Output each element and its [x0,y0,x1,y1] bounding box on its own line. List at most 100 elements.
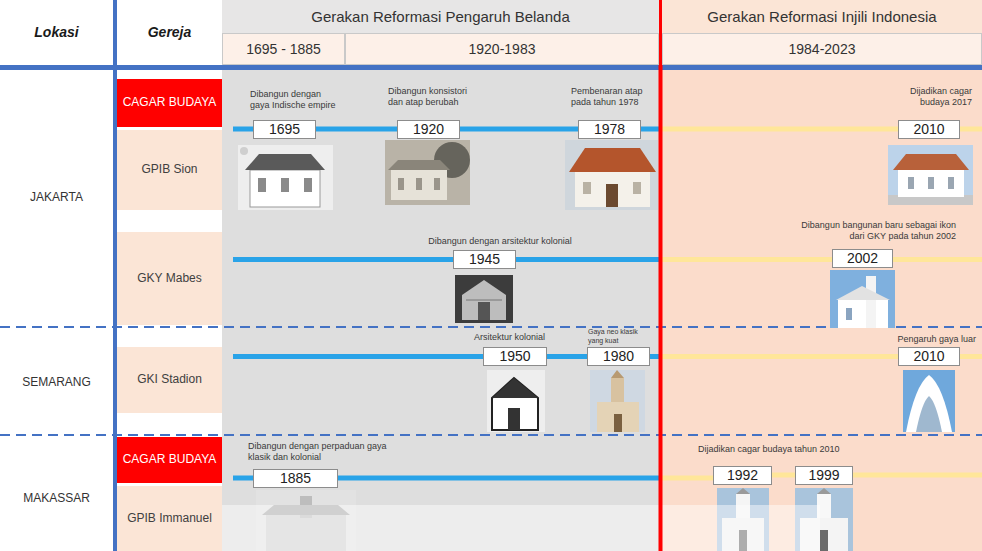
node-text: 2010 [913,348,944,364]
timeline-extension [893,257,982,262]
region-ground [222,65,982,551]
church-photo [508,408,520,430]
timeline-segment [661,127,899,132]
event-note: Dijadikan cagar budaya tahun 2010 [698,444,898,455]
church-photo [304,178,312,192]
church-photo [462,280,506,320]
church-photo [888,145,973,205]
region-ground [222,65,661,551]
church-photo [836,286,890,300]
node-text: 1920 [413,121,444,137]
location-label: JAKARTA [0,190,113,205]
year-box: 1992 [713,466,772,485]
timeline-line [547,356,587,357]
event-note: Arsitektur kolonial [474,332,564,343]
row-divider [0,434,982,436]
church-photo [846,308,852,320]
timeline-line [641,129,898,130]
timeline-segment [460,127,578,132]
node-text: 1885 [280,470,311,486]
timeline-line [460,129,578,130]
timeline-extension [233,476,253,481]
church-photo [817,488,831,494]
timeline-segment [338,476,661,481]
church-photo [258,178,266,192]
node-text: 1695 - 1885 [246,41,321,57]
header-cell: Lokasi [0,0,113,65]
timeline-line [772,475,795,476]
event-note: Pengaruh gaya luar [866,334,976,345]
church-photo [240,147,248,155]
node-text: GKY Mabes [137,272,201,286]
year-box: 2010 [898,120,960,139]
watermark-veil [150,505,820,551]
church-photo [928,177,934,189]
period-band: Gerakan Reformasi Injili Indonesia1984-2… [662,0,982,65]
church-box: GKY Mabes [117,232,222,325]
church-photo [597,402,639,432]
church-photo [492,378,538,430]
church-photo [590,370,645,432]
church-photo [583,182,591,194]
church-photo [611,370,624,378]
timeline-segment [547,354,587,359]
node-text: 1920-1983 [469,41,536,57]
church-photo [569,148,656,172]
church-photo [903,370,955,432]
church-photo [820,530,828,551]
church-photo [948,177,954,189]
location-label: SEMARANG [0,375,113,390]
church-photo [455,275,513,323]
church-photo [487,370,545,432]
church-photo [893,154,969,170]
timeline-extension [233,257,453,262]
year-box: 1920 [397,120,460,139]
year-box: 1950 [483,347,547,366]
node-text: CAGAR BUDAYA [123,453,217,467]
event-note: Dibangun dengan gaya Indische empire [250,89,336,111]
church-photo [606,184,618,207]
node-text: Gereja [148,24,192,40]
row-divider [0,327,982,435]
header-cell: Gereja [117,0,222,65]
church-photo [898,170,964,197]
node-text: 1978 [594,121,625,137]
church-photo [391,170,447,200]
node-text: 1980 [603,348,634,364]
church-photo [385,140,470,205]
node-text: Gerakan Reformasi Injili Indonesia [707,8,936,25]
event-note: Dibangun dengan arsitektur kolonial [400,236,600,247]
church-photo [903,370,955,432]
event-note: Dibangun konsistori dan atap berubah [388,86,480,108]
church-photo [385,140,470,205]
timeline-segment [516,257,661,262]
node-text: Gerakan Reformasi Pengaruh Belanda [311,8,570,25]
band-title: Gerakan Reformasi Injili Indonesia [662,0,982,33]
node-text: 1695 [269,121,300,137]
church-photo [614,414,622,432]
year-box: 1978 [578,120,641,139]
event-note: Gaya neo klasik yang kuat [588,327,638,345]
year-box: 1999 [795,466,853,485]
church-photo [455,275,513,323]
year-box: 2002 [832,249,893,268]
church-photo [565,140,658,210]
year-box: 1945 [453,250,516,269]
church-photo [906,375,952,432]
church-photo [736,488,750,494]
church-photo [478,302,490,320]
church-photo [916,396,942,432]
timeline-segment [316,127,397,132]
event-note: Dibangun bangunan baru sebagai ikon dari… [790,220,956,242]
event-note: Dibangun dengan perpaduan gaya klasik da… [248,441,388,463]
church-photo [281,178,289,192]
church-photo [830,270,895,328]
church-photo [416,178,422,190]
church-box: GKI Stadion [117,347,222,413]
church-photo [487,370,545,432]
church-photo [830,270,895,328]
church-photo [565,140,658,210]
table-rule [0,65,982,70]
church-photo [590,370,645,432]
